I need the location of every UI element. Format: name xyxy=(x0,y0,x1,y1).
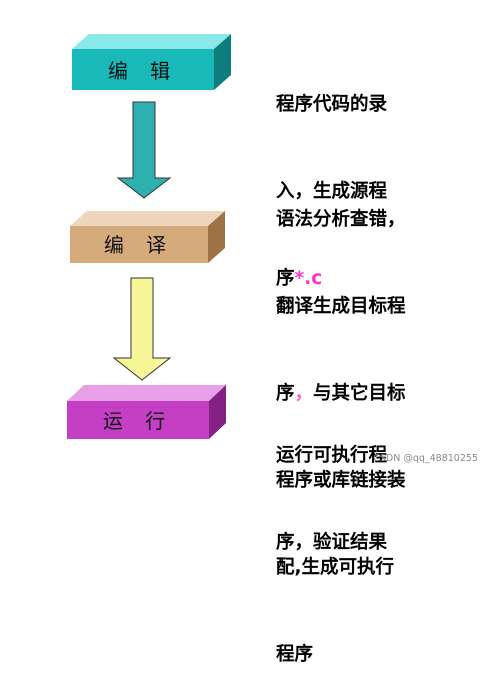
description-edit-line: 入，生成源程 xyxy=(276,181,388,202)
source-file-extension: *.c xyxy=(294,268,323,289)
description-compile-text: 序 xyxy=(276,383,295,404)
description-compile-line: 翻译生成目标程 xyxy=(276,296,406,317)
stage-edit-label: 编 辑 xyxy=(108,59,178,83)
description-edit: 程序代码的录 入，生成源程 序*.c xyxy=(276,32,387,322)
stage-compile-side-face xyxy=(208,211,225,263)
watermark: CSDN @qq_48810255 xyxy=(373,453,478,464)
description-compile-line: 序，与其它目标 xyxy=(276,379,406,408)
stage-edit: 编 辑 xyxy=(72,34,231,90)
description-compile-line: 程序 xyxy=(276,644,314,665)
stage-run: 运 行 xyxy=(67,385,226,439)
stage-edit-top-face xyxy=(72,34,231,49)
description-edit-line: 程序代码的录 xyxy=(276,94,388,115)
description-edit-text: 序 xyxy=(276,268,295,289)
stage-run-side-face xyxy=(209,385,226,439)
stage-edit-front-face xyxy=(72,49,214,90)
stage-compile-top-face xyxy=(70,211,225,226)
stage-compile-front-face xyxy=(70,226,208,263)
description-run-line: 序，验证结果 xyxy=(276,532,388,553)
description-compile-line: 语法分析查错， xyxy=(276,209,406,230)
description-compile-comma: ， xyxy=(294,383,314,404)
stage-edit-side-face xyxy=(214,34,231,90)
stage-run-label: 运 行 xyxy=(103,409,173,433)
compile-flow-diagram: 编 辑 编 译 运 行 xyxy=(67,34,231,439)
description-edit-line: 序*.c xyxy=(276,264,387,293)
arrow-edit-to-compile xyxy=(116,101,172,199)
description-run: 运行可执行程 序，验证结果 xyxy=(276,383,387,586)
stage-compile: 编 译 xyxy=(70,211,225,263)
arrow-compile-to-run xyxy=(112,277,172,381)
stage-compile-label: 编 译 xyxy=(104,233,174,257)
stage-run-front-face xyxy=(67,401,209,439)
description-run-line: 运行可执行程 xyxy=(276,445,388,466)
description-compile-text: 与其它目标 xyxy=(313,383,406,404)
stage-run-top-face xyxy=(67,385,226,401)
